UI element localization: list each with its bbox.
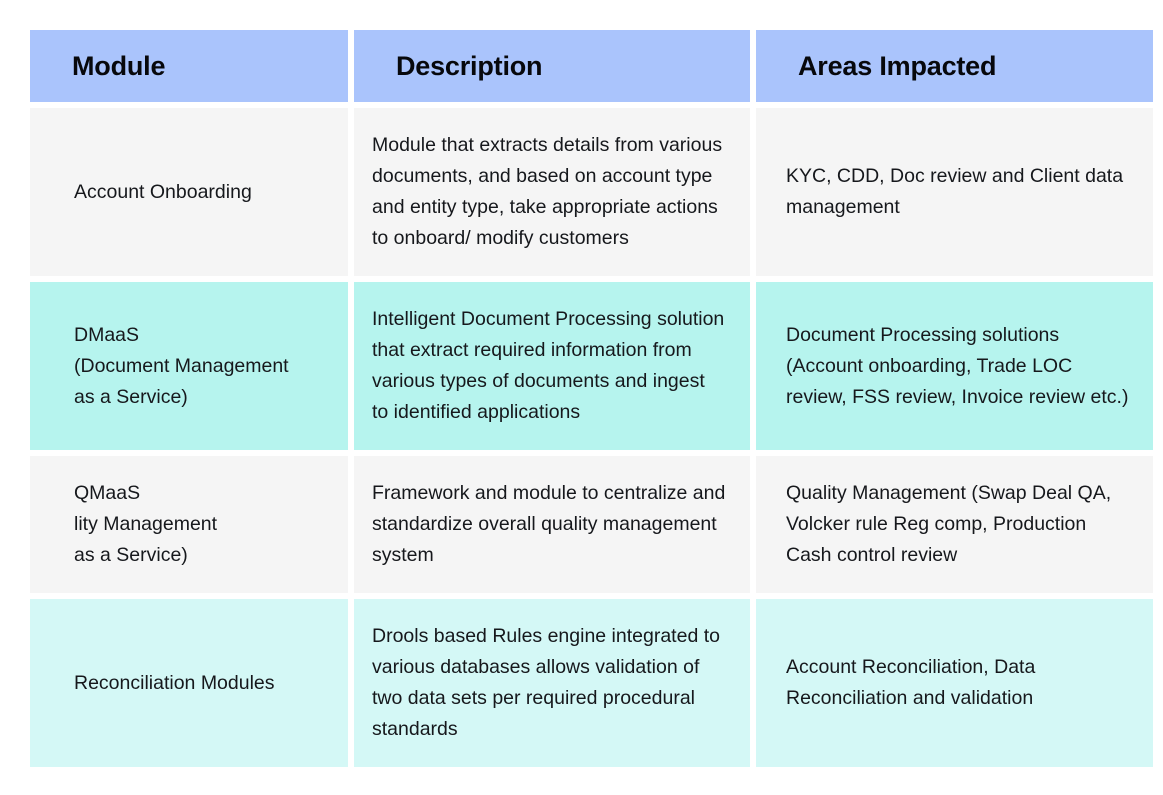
column-header-module: Module bbox=[30, 30, 348, 102]
module-name-text: DMaaS (Document Management as a Service) bbox=[74, 323, 289, 408]
description-text: Framework and module to centralize and s… bbox=[372, 482, 726, 566]
cell-areas-impacted: Document Processing solutions (Account o… bbox=[756, 282, 1153, 450]
header-row: Module Description Areas Impacted bbox=[30, 30, 1153, 102]
cell-module: Reconciliation Modules bbox=[30, 599, 348, 767]
table-row: Reconciliation Modules Drools based Rule… bbox=[30, 599, 1153, 767]
cell-description: Module that extracts details from variou… bbox=[354, 108, 750, 276]
cell-module: QMaaS lity Management as a Service) bbox=[30, 456, 348, 593]
description-text: Intelligent Document Processing solution… bbox=[372, 308, 725, 423]
modules-table-container: Module Description Areas Impacted Accoun… bbox=[30, 30, 1153, 770]
cell-module: Account Onboarding bbox=[30, 108, 348, 276]
cell-areas-impacted: Account Reconciliation, Data Reconciliat… bbox=[756, 599, 1153, 767]
cell-areas-impacted: KYC, CDD, Doc review and Client data man… bbox=[756, 108, 1153, 276]
modules-table: Module Description Areas Impacted Accoun… bbox=[24, 24, 1159, 773]
description-text: Drools based Rules engine integrated to … bbox=[372, 625, 720, 740]
column-header-description: Description bbox=[354, 30, 750, 102]
cell-description: Framework and module to centralize and s… bbox=[354, 456, 750, 593]
cell-description: Intelligent Document Processing solution… bbox=[354, 282, 750, 450]
table-body: Account Onboarding Module that extracts … bbox=[30, 108, 1153, 767]
table-header: Module Description Areas Impacted bbox=[30, 30, 1153, 102]
cell-areas-impacted: Quality Management (Swap Deal QA, Volcke… bbox=[756, 456, 1153, 593]
module-name-text: Reconciliation Modules bbox=[74, 671, 275, 694]
table-row: DMaaS (Document Management as a Service)… bbox=[30, 282, 1153, 450]
description-text: Module that extracts details from variou… bbox=[372, 134, 723, 249]
areas-impacted-text: Account Reconciliation, Data Reconciliat… bbox=[786, 656, 1036, 709]
table-row: QMaaS lity Management as a Service) Fram… bbox=[30, 456, 1153, 593]
column-header-areas-impacted: Areas Impacted bbox=[756, 30, 1153, 102]
areas-impacted-text: KYC, CDD, Doc review and Client data man… bbox=[786, 165, 1124, 218]
cell-description: Drools based Rules engine integrated to … bbox=[354, 599, 750, 767]
areas-impacted-text: Quality Management (Swap Deal QA, Volcke… bbox=[786, 482, 1112, 566]
table-row: Account Onboarding Module that extracts … bbox=[30, 108, 1153, 276]
module-name-text: Account Onboarding bbox=[74, 180, 252, 203]
cell-module: DMaaS (Document Management as a Service) bbox=[30, 282, 348, 450]
areas-impacted-text: Document Processing solutions (Account o… bbox=[786, 323, 1129, 408]
module-name-text: QMaaS lity Management as a Service) bbox=[74, 482, 218, 566]
